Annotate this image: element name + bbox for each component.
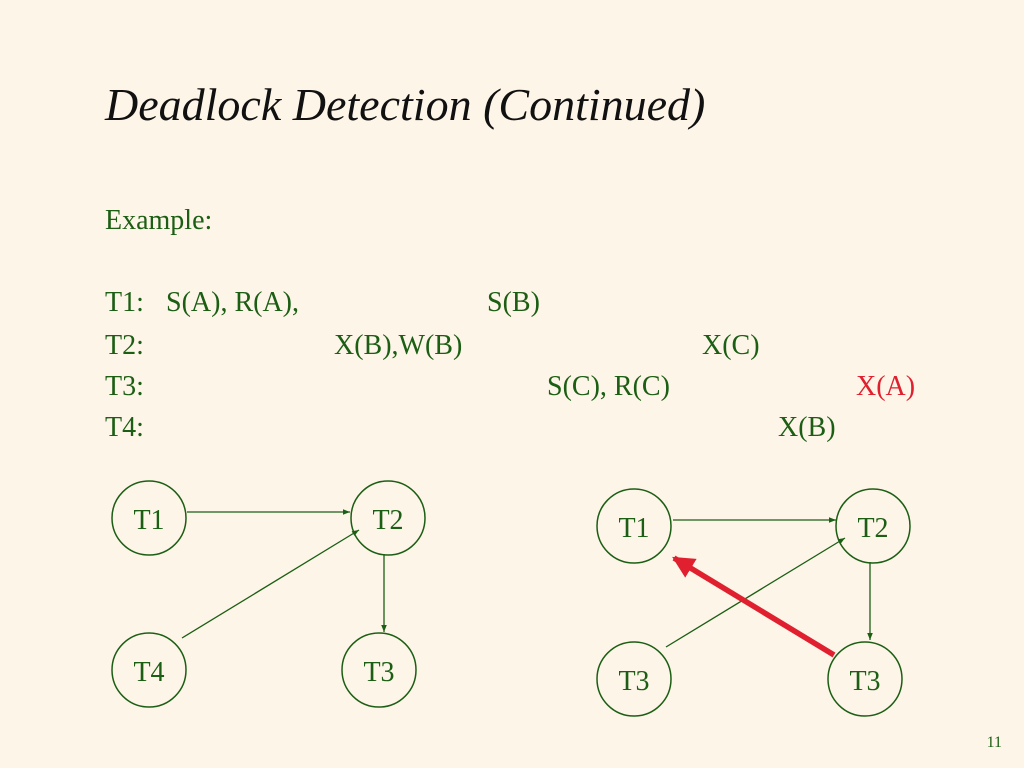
node-left-t2	[350, 480, 426, 556]
node-right-t3-right	[827, 641, 903, 717]
node-left-t4-label: T4	[133, 657, 164, 688]
schedule-t4-ops-a: X(B)	[778, 412, 836, 443]
edge-right-t3-t2	[665, 537, 846, 648]
node-left-t1	[111, 480, 187, 556]
schedule-t3-ops-a: S(C), R(C)	[547, 371, 670, 402]
schedule-t1-ops-b: S(B)	[487, 287, 540, 318]
node-right-t2	[835, 488, 911, 564]
graph-left: T1 T2 T4 T3	[111, 480, 426, 708]
example-label: Example:	[105, 205, 213, 236]
node-left-t2-label: T2	[372, 505, 403, 536]
edge-left-t4-t2	[181, 529, 360, 639]
slide-title: Deadlock Detection (Continued)	[105, 79, 706, 130]
node-right-t1	[596, 488, 672, 564]
node-left-t1-label: T1	[133, 505, 164, 536]
node-right-t1-label: T1	[618, 513, 649, 544]
node-left-t3	[341, 632, 417, 708]
node-right-t3-left-label: T3	[618, 666, 649, 697]
schedule-t2-ops-b: X(C)	[702, 330, 760, 361]
schedule-t1-ops-a: S(A), R(A),	[166, 287, 299, 318]
graph-right: T1 T2 T3 T3	[596, 488, 911, 717]
node-left-t4	[111, 632, 187, 708]
schedule-t3-ops-b: X(A)	[856, 371, 916, 402]
node-right-t3-right-label: T3	[849, 666, 880, 697]
node-right-t3-left	[596, 641, 672, 717]
slide-number: 11	[986, 734, 1002, 751]
schedule-t4-label: T4:	[105, 412, 144, 443]
node-right-t2-label: T2	[857, 513, 888, 544]
schedule-t2-ops-a: X(B),W(B)	[334, 330, 463, 361]
schedule-t2-label: T2:	[105, 330, 144, 361]
node-left-t3-label: T3	[363, 657, 394, 688]
edge-right-t3-t1-deadlock	[672, 555, 836, 658]
schedule-t1-label: T1:	[105, 287, 144, 318]
schedule-t3-label: T3:	[105, 371, 144, 402]
